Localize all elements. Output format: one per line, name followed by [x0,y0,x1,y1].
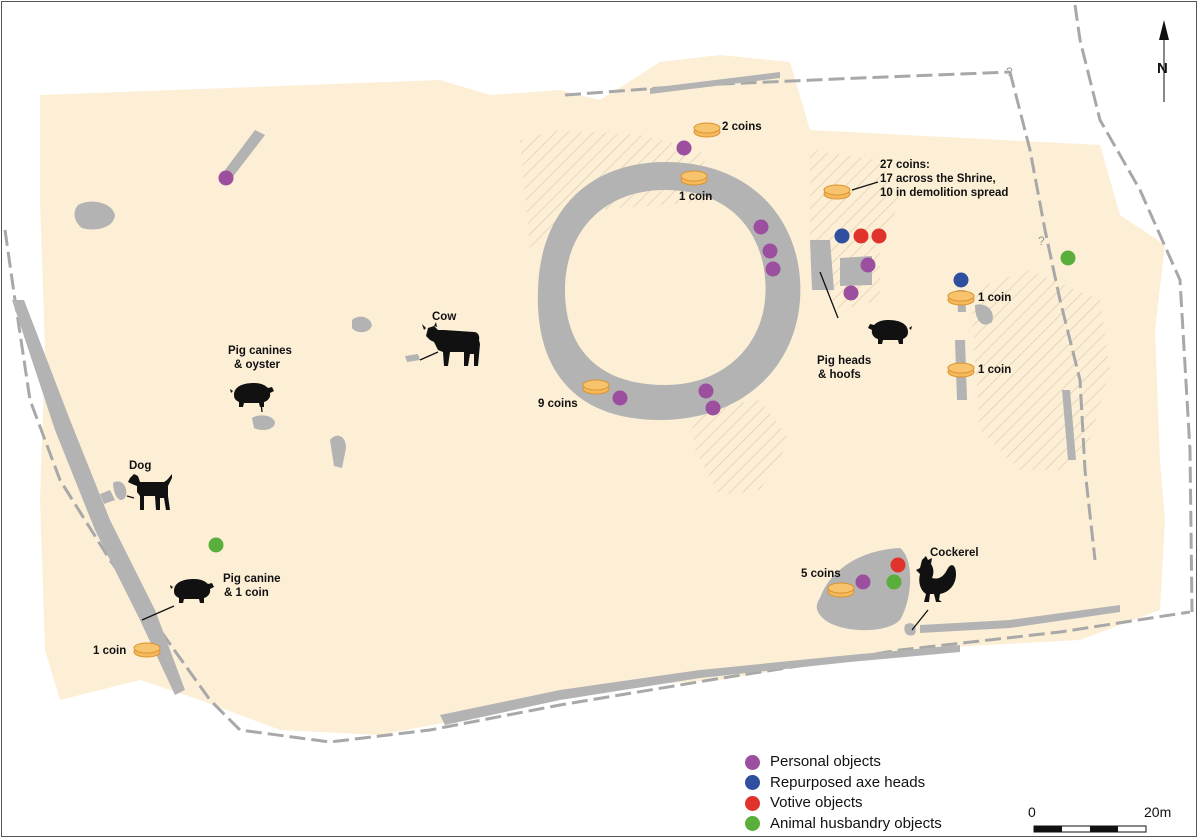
map-labels: Cow Pig canines & oyster Dog Pig canine … [93,121,1011,657]
husbandry-object-marker [208,537,224,553]
legend-item-votive: Votive objects [745,793,942,814]
coin-icon [823,184,851,200]
legend-item-axe: Repurposed axe heads [745,773,942,794]
label-coins: 27 coins: [880,159,930,171]
votive-object-marker [890,557,906,573]
personal-object-marker [612,390,628,406]
label-coins: 9 coins [538,398,578,410]
legend: Personal objects Repurposed axe heads Vo… [745,752,942,834]
label-coins: 1 coin [679,191,712,203]
label-pig-heads: & hoofs [818,369,861,381]
legend-label: Animal husbandry objects [770,814,942,832]
label-coins: 10 in demolition spread [880,187,1008,199]
personal-object-marker [705,400,721,416]
personal-object-marker [762,243,778,259]
coin-icon [693,122,721,138]
label-coins: 5 coins [801,568,841,580]
label-pig-heads: Pig heads [817,355,871,367]
scale-start-label: 0 [1028,804,1036,820]
axe-head-marker [834,228,850,244]
personal-dot-icon [745,754,760,770]
coin-icon [582,379,610,395]
coin-icon [947,290,975,306]
votive-object-marker [871,228,887,244]
scale-end-label: 20m [1144,804,1172,820]
coin-icon [680,170,708,186]
label-coins: 2 coins [722,121,762,133]
legend-label: Votive objects [770,794,863,811]
cockerel-icon [916,556,956,602]
personal-object-marker [698,383,714,399]
legend-label: Repurposed axe heads [770,773,926,791]
personal-object-marker [676,140,692,156]
votive-dot-icon [745,795,760,811]
ditches [12,72,1120,725]
label-pig-canine-coin: & 1 coin [224,587,269,599]
scale-bar [1033,825,1147,833]
personal-object-marker [855,574,871,590]
coin-icon [133,642,161,658]
question-mark-north: ? [1006,65,1013,79]
north-arrow-icon [1159,20,1169,102]
cow-icon [422,322,480,366]
find-markers [208,140,1076,590]
coin-icon [947,362,975,378]
legend-label: Personal objects [770,753,881,770]
coin-icon [827,582,855,598]
votive-object-marker [853,228,869,244]
dog-icon [128,474,172,510]
label-coins: 1 coin [978,292,1011,304]
legend-item-personal: Personal objects [745,752,942,773]
axe-dot-icon [745,775,760,791]
label-pig-canines: & oyster [234,359,281,371]
personal-object-marker [753,219,769,235]
husbandry-object-marker [886,574,902,590]
label-coins: 17 across the Shrine, [880,173,996,185]
label-dog: Dog [129,460,151,472]
husbandry-dot-icon [745,816,760,832]
axe-head-marker [953,272,969,288]
question-mark-east: ? [1038,234,1045,248]
label-pig-canine-coin: Pig canine [223,573,281,585]
personal-object-marker [843,285,859,301]
husbandry-object-marker [1060,250,1076,266]
personal-object-marker [860,257,876,273]
personal-object-marker [218,170,234,186]
personal-object-marker [765,261,781,277]
north-label: N [1157,60,1168,77]
label-coins: 1 coin [978,364,1011,376]
label-cockerel: Cockerel [930,547,979,559]
legend-item-husbandry: Animal husbandry objects [745,814,942,835]
label-pig-canines: Pig canines [228,345,292,357]
coin-markers [133,122,975,658]
label-cow: Cow [432,311,456,323]
label-coins: 1 coin [93,645,126,657]
